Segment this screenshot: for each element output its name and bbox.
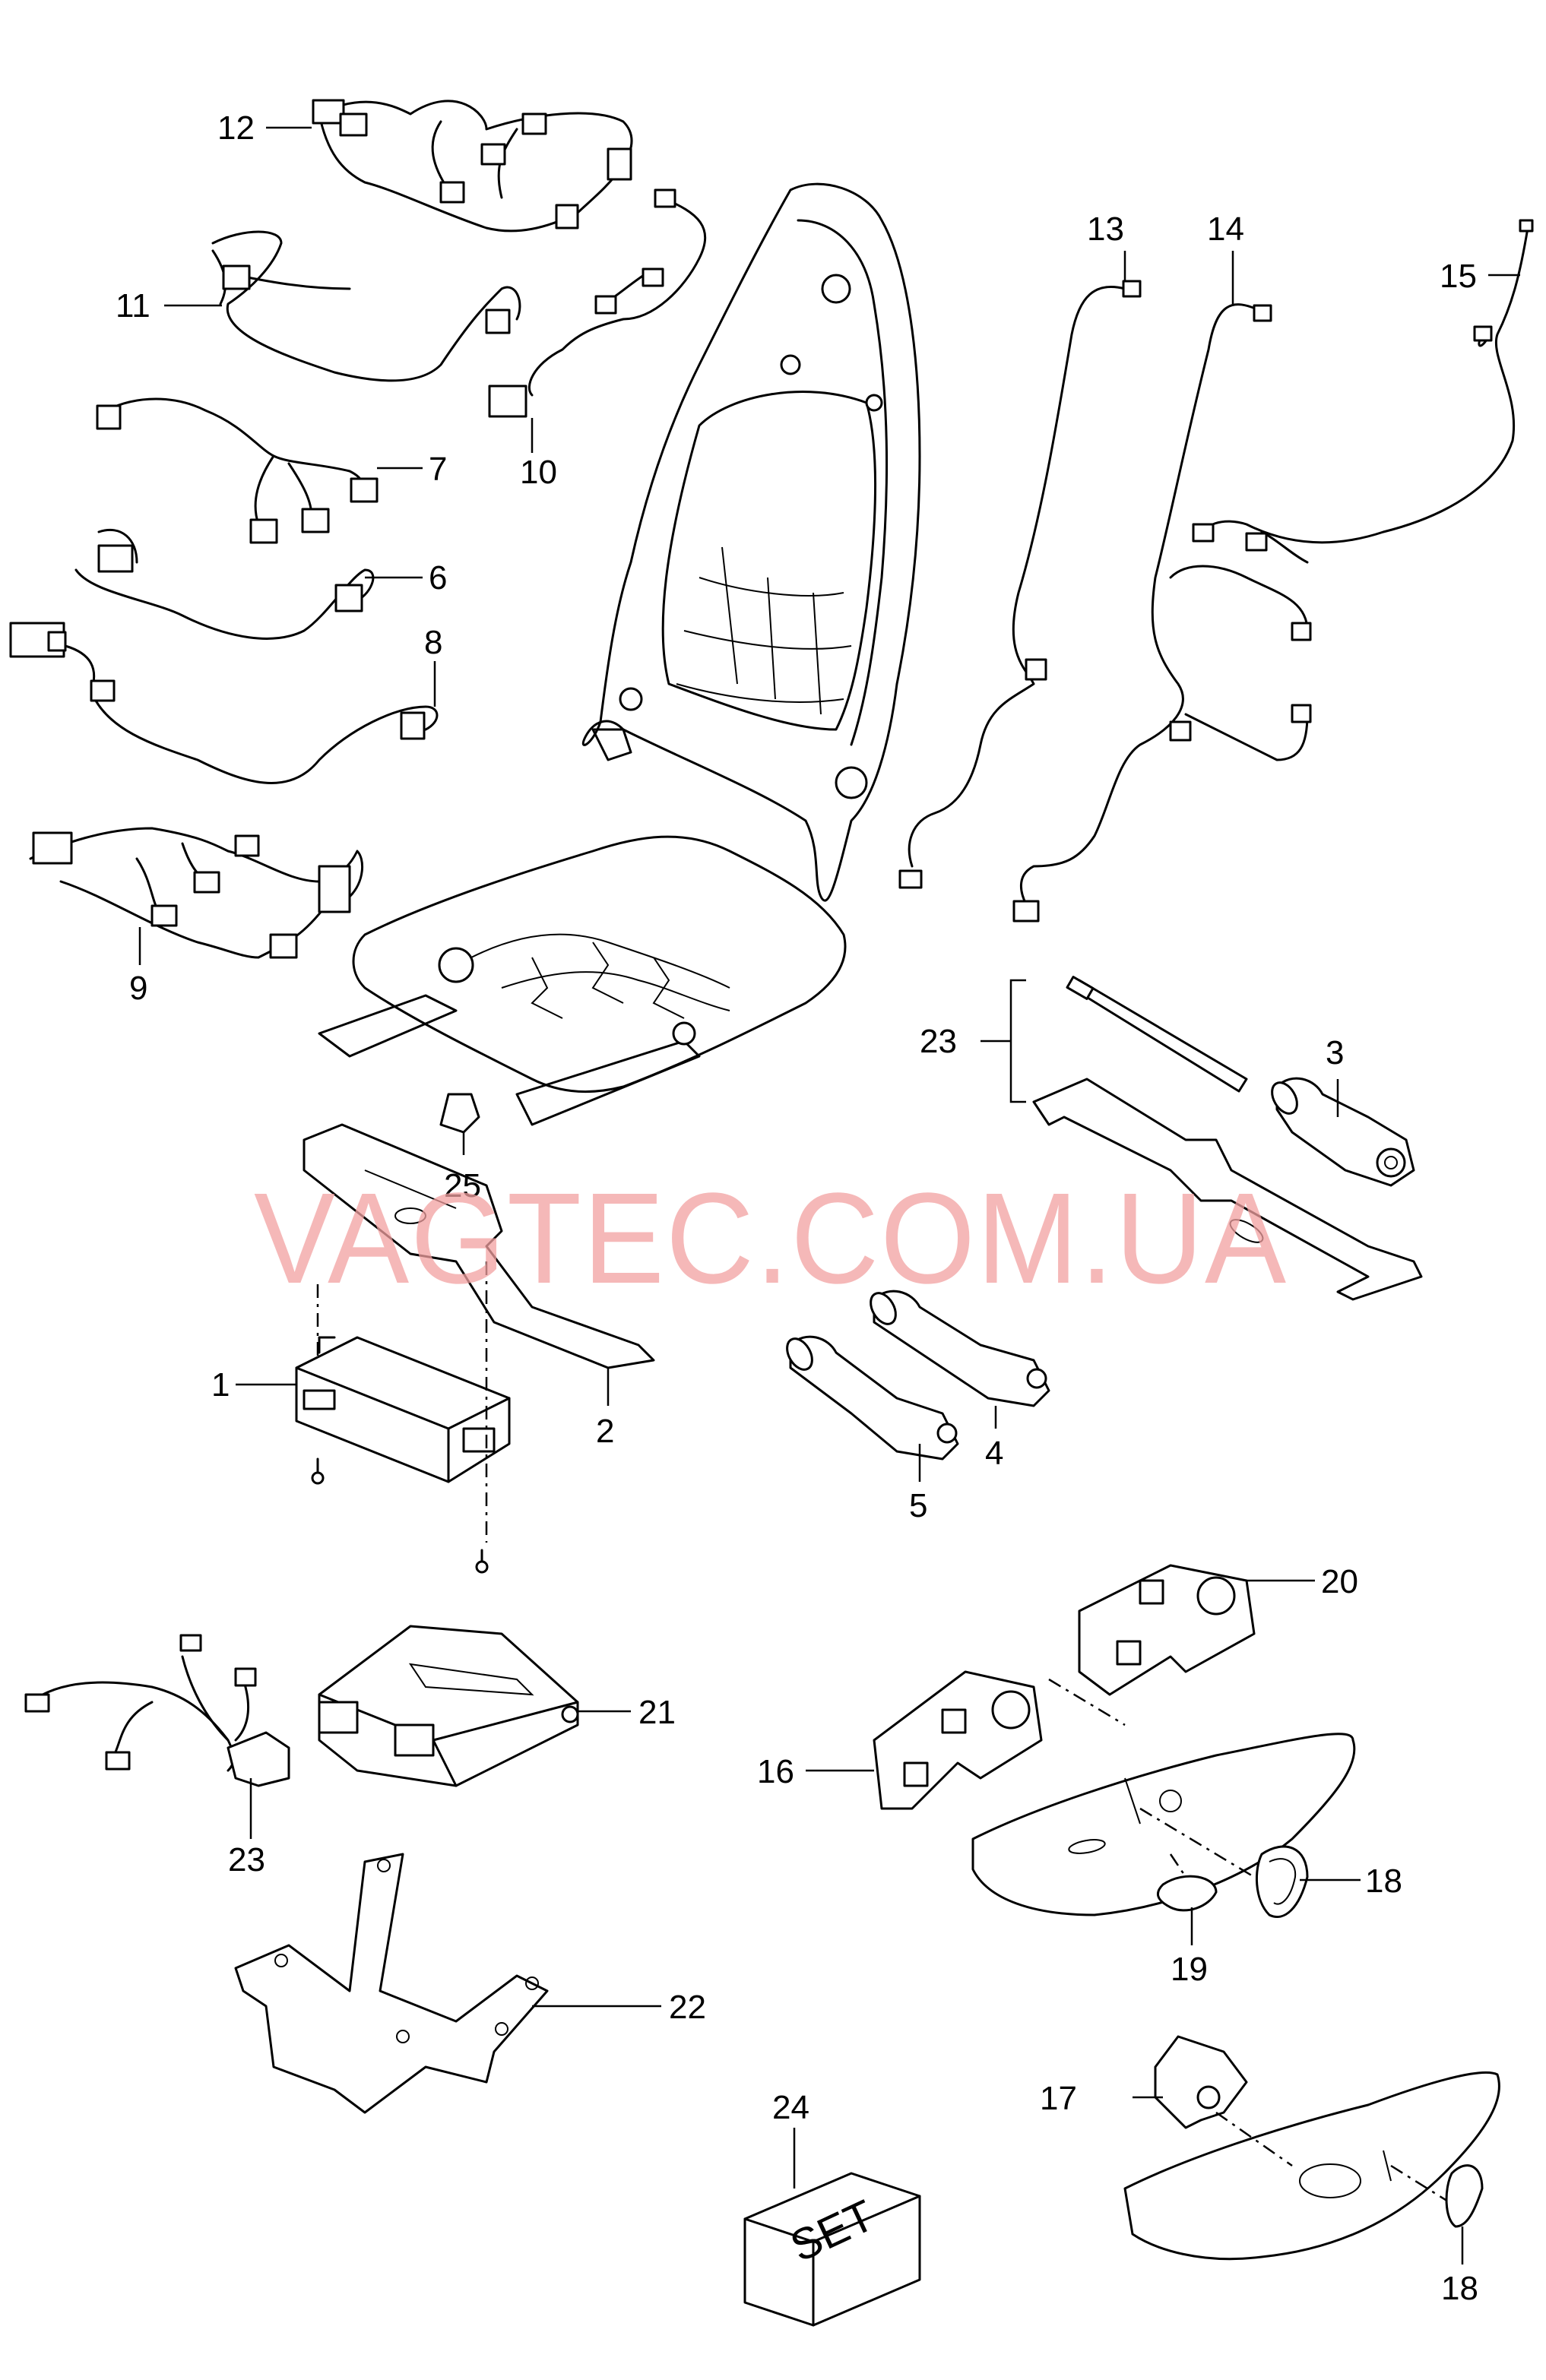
callout-6: 6 bbox=[429, 559, 447, 597]
callout-9: 9 bbox=[129, 970, 147, 1007]
callout-4: 4 bbox=[985, 1435, 1003, 1472]
callout-21: 21 bbox=[638, 1694, 676, 1731]
part-1-control-unit bbox=[295, 1336, 511, 1483]
callout-20: 20 bbox=[1321, 1563, 1358, 1600]
part-9-wiring-harness bbox=[29, 827, 364, 959]
callout-10: 10 bbox=[520, 454, 557, 491]
callout-14: 14 bbox=[1207, 210, 1244, 248]
callout-1: 1 bbox=[211, 1366, 230, 1404]
callout-23-lower: 23 bbox=[228, 1841, 265, 1878]
seat-back-frame bbox=[581, 182, 921, 902]
mounting-line-e bbox=[1169, 1853, 1187, 1878]
callout-24: 24 bbox=[772, 2089, 809, 2126]
seat-base-frame bbox=[318, 835, 847, 1126]
seat-side-trim-lower bbox=[1123, 2071, 1500, 2261]
part-10-wiring-harness bbox=[488, 188, 707, 418]
callout-11: 11 bbox=[116, 287, 150, 324]
watermark: VAGTEC.COM.UA bbox=[254, 1166, 1288, 1311]
part-23-shaft-and-bracket bbox=[1032, 976, 1423, 1301]
part-20-switch-module bbox=[1078, 1564, 1256, 1696]
callout-25: 25 bbox=[444, 1167, 481, 1204]
part-7-wiring-harness bbox=[96, 397, 379, 544]
callout-13: 13 bbox=[1087, 210, 1124, 248]
screw-part-1b bbox=[475, 1549, 489, 1574]
callout-5: 5 bbox=[909, 1487, 927, 1524]
leader-lines bbox=[138, 126, 1520, 2264]
callout-18-lower: 18 bbox=[1441, 2270, 1478, 2307]
part-4-motor bbox=[870, 1290, 1050, 1407]
part-21-control-unit bbox=[318, 1625, 579, 1787]
callout-23-upper: 23 bbox=[920, 1023, 957, 1060]
part-13-wiring-harness bbox=[898, 280, 1142, 889]
callout-8: 8 bbox=[424, 624, 442, 661]
callout-12: 12 bbox=[217, 109, 255, 147]
part-22-bracket bbox=[234, 1853, 549, 2114]
part-17-switch bbox=[1154, 2035, 1248, 2129]
callout-18-upper: 18 bbox=[1365, 1863, 1402, 1900]
callout-17: 17 bbox=[1040, 2080, 1077, 2117]
part-25-clip bbox=[439, 1093, 480, 1134]
part-15-wiring-harness bbox=[1192, 219, 1534, 564]
part-14-wiring-harness bbox=[1012, 303, 1312, 923]
callout-2: 2 bbox=[596, 1413, 614, 1450]
callouts: 12 11 10 7 6 8 9 13 14 15 23 3 25 1 2 4 … bbox=[116, 109, 1478, 2307]
callout-16: 16 bbox=[757, 1753, 794, 1790]
part-5-motor bbox=[786, 1335, 959, 1461]
seat-side-trim-upper bbox=[971, 1733, 1356, 1916]
part-16-switch-module bbox=[873, 1670, 1043, 1810]
callout-7: 7 bbox=[429, 451, 447, 488]
part-3-motor bbox=[1271, 1077, 1415, 1187]
part-18-trim-ring-lower bbox=[1445, 2164, 1484, 2228]
part-11-wiring-harness bbox=[211, 230, 521, 382]
bracket-23 bbox=[1009, 979, 1026, 1103]
mounting-line-d bbox=[1139, 1807, 1255, 1878]
part-2-bracket bbox=[303, 1123, 655, 1369]
callout-19: 19 bbox=[1171, 1951, 1208, 1988]
part-8-wiring-harness bbox=[9, 622, 439, 784]
part-18-trim-ring-upper bbox=[1255, 1845, 1309, 1918]
screw-part-1a bbox=[311, 1457, 325, 1485]
callout-3: 3 bbox=[1326, 1034, 1344, 1071]
callout-22: 22 bbox=[669, 1989, 706, 2026]
part-6-wiring-harness bbox=[74, 528, 375, 640]
callout-15: 15 bbox=[1440, 258, 1477, 295]
part-24-set-box bbox=[743, 2172, 921, 2327]
part-12-wiring-harness bbox=[312, 99, 633, 233]
part-23-wiring-harness bbox=[24, 1634, 290, 1787]
mounting-line-g bbox=[1390, 2164, 1453, 2205]
part-19-trim-ring bbox=[1156, 1875, 1218, 1912]
